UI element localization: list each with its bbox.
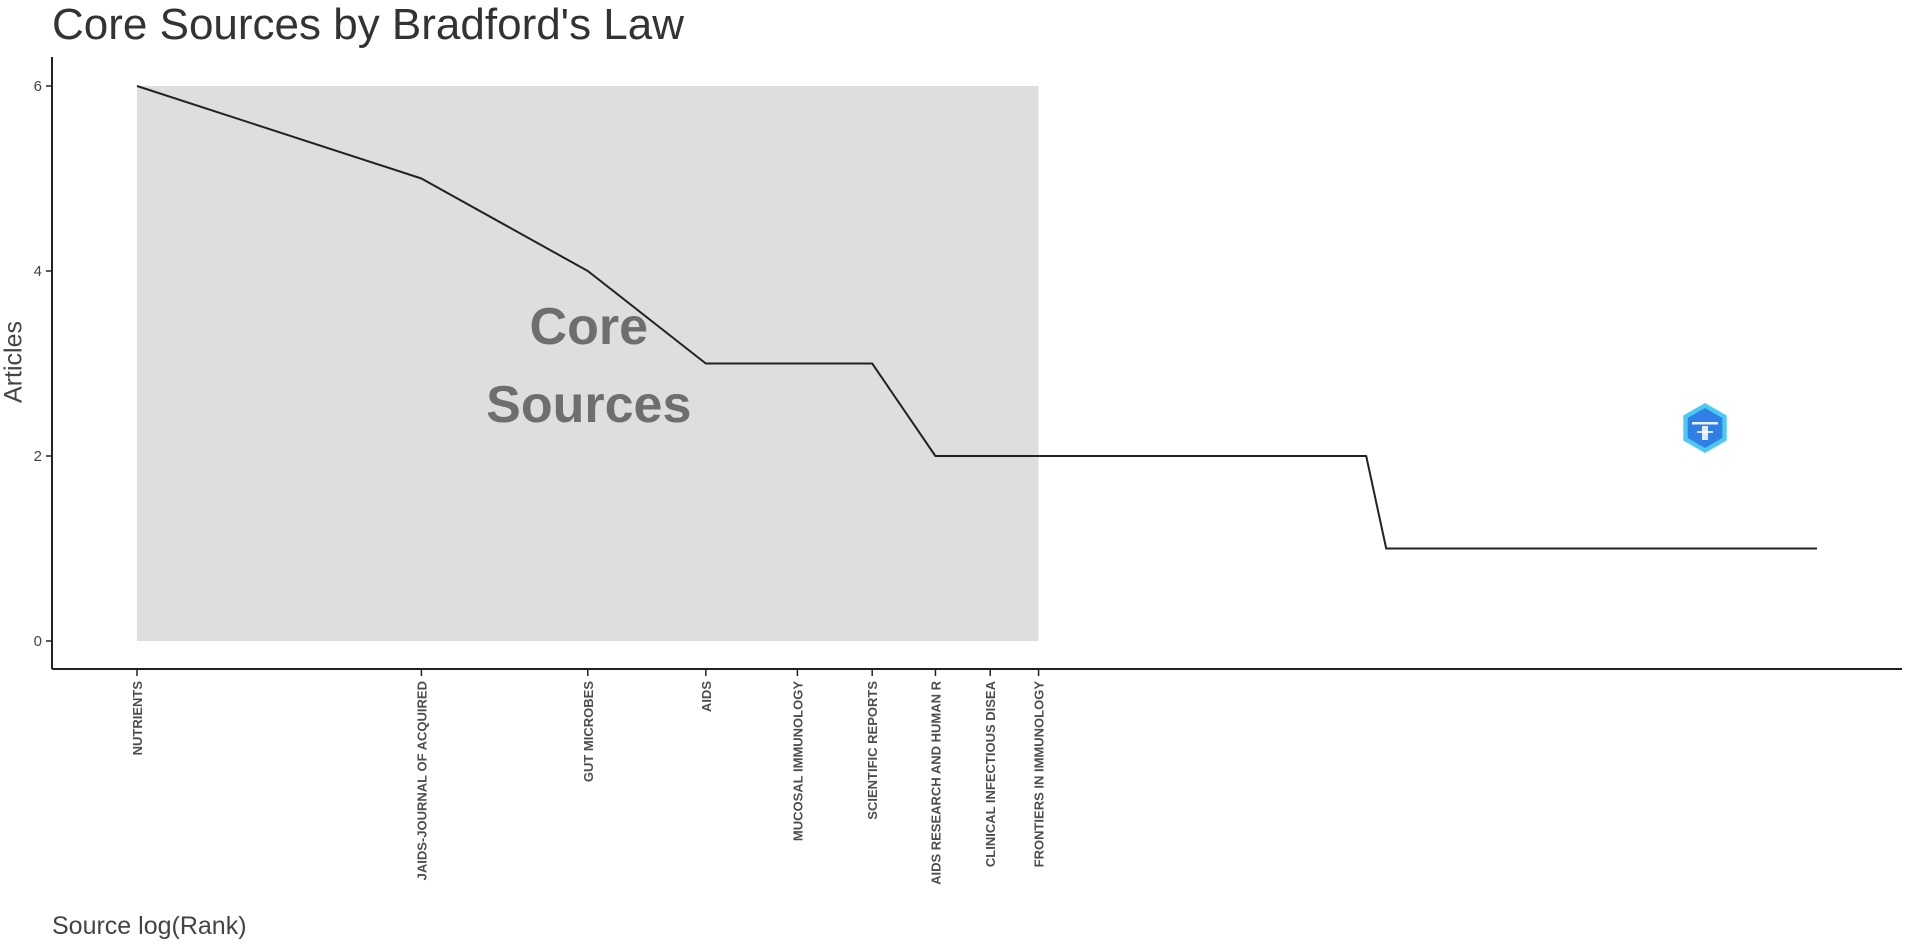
x-tick-label: AIDS RESEARCH AND HUMAN R xyxy=(928,680,943,885)
y-tick-label: 4 xyxy=(34,263,42,280)
x-tick-label: JAIDS-JOURNAL OF ACQUIRED xyxy=(414,681,429,880)
core-label-line1: Core xyxy=(530,298,648,356)
logo-layer xyxy=(1683,403,1727,453)
x-tick-label: FRONTIERS IN IMMUNOLOGY xyxy=(1032,681,1047,868)
y-tick-label: 6 xyxy=(34,78,42,95)
core-sources-zone xyxy=(137,86,1039,641)
x-tick-label: MUCOSAL IMMUNOLOGY xyxy=(790,681,805,841)
series-line xyxy=(136,85,1817,550)
x-tick-label: GUT MICROBES xyxy=(581,681,596,782)
x-axis-title: Source log(Rank) xyxy=(52,912,247,940)
hexagon-logo-icon xyxy=(1683,403,1727,453)
x-tick-label: AIDS xyxy=(699,681,714,712)
y-tick-label: 0 xyxy=(34,633,42,650)
chart-title: Core Sources by Bradford's Law xyxy=(52,0,685,49)
x-tick-label: NUTRIENTS xyxy=(130,681,145,756)
logo-bar xyxy=(1697,431,1713,433)
y-tick-label: 2 xyxy=(34,448,42,465)
x-tick-label: CLINICAL INFECTIOUS DISEA xyxy=(983,680,998,867)
core-label-line2: Sources xyxy=(486,376,691,434)
logo-band xyxy=(1692,422,1718,425)
x-tick-label: SCIENTIFIC REPORTS xyxy=(865,681,880,820)
line-layer xyxy=(136,85,1817,550)
axes-layer xyxy=(51,57,1902,670)
